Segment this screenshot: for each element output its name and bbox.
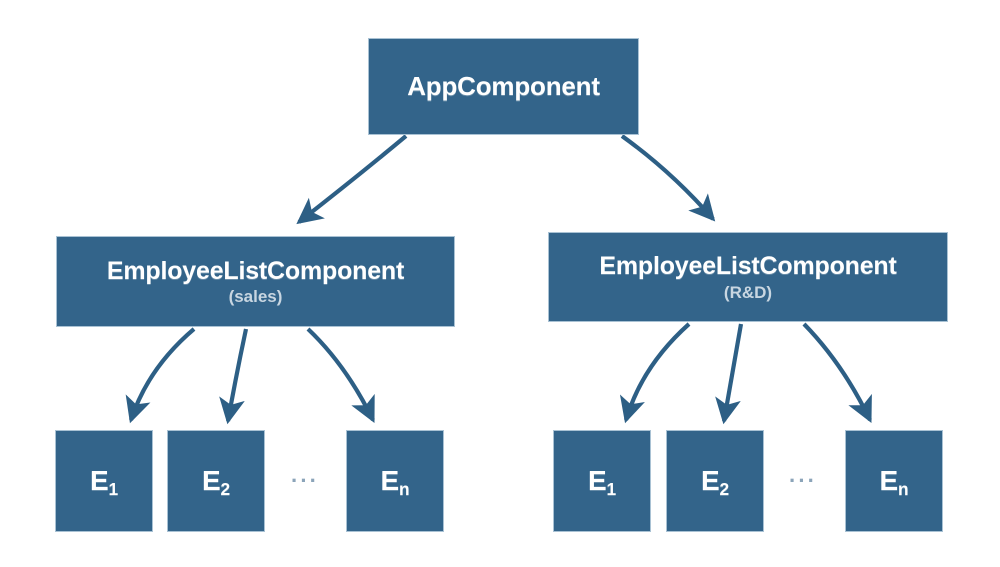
- leaf-subscript: 2: [719, 479, 730, 500]
- node-leaf-rnd-1-label: E1: [588, 465, 616, 498]
- node-leaf-rnd-2[interactable]: E2: [666, 430, 764, 532]
- node-leaf-rnd-1[interactable]: E1: [553, 430, 651, 532]
- node-app-component[interactable]: AppComponent: [368, 38, 639, 135]
- leaf-base: E: [701, 465, 720, 497]
- edge-root-to-branch-rnd: [620, 134, 716, 222]
- leaf-base: E: [202, 465, 221, 497]
- leaf-subscript: n: [898, 479, 909, 500]
- leaf-base: E: [90, 465, 109, 497]
- leaf-base: E: [879, 465, 899, 497]
- node-employee-list-rnd[interactable]: EmployeeListComponent (R&D): [548, 232, 948, 322]
- node-employee-list-sales-subtitle: (sales): [228, 287, 283, 307]
- node-employee-list-sales[interactable]: EmployeeListComponent (sales): [56, 236, 455, 327]
- edge-sales-to-leaf-1: [125, 327, 196, 424]
- edge-sales-to-leaf-2: [219, 328, 249, 425]
- ellipsis-sales: ···: [291, 468, 319, 493]
- node-app-component-label: AppComponent: [407, 70, 600, 101]
- node-leaf-rnd-n-label: En: [879, 465, 909, 498]
- edge-root-to-branch-sales: [296, 134, 408, 225]
- edge-rnd-to-leaf-n: [802, 322, 872, 424]
- edge-sales-to-leaf-n: [306, 327, 375, 424]
- node-employee-list-rnd-subtitle: (R&D): [723, 282, 773, 302]
- leaf-subscript: 2: [220, 479, 231, 500]
- node-leaf-sales-n[interactable]: En: [346, 430, 444, 532]
- leaf-subscript: 1: [606, 479, 617, 500]
- edge-rnd-to-leaf-1: [619, 322, 691, 424]
- node-employee-list-rnd-label: EmployeeListComponent: [599, 252, 897, 281]
- ellipsis-rnd: ···: [789, 468, 817, 493]
- node-employee-list-sales-label: EmployeeListComponent: [106, 256, 405, 285]
- node-leaf-sales-2[interactable]: E2: [167, 430, 265, 532]
- leaf-subscript: 1: [108, 479, 119, 500]
- leaf-subscript: n: [399, 479, 410, 500]
- node-leaf-rnd-2-label: E2: [701, 465, 729, 498]
- node-leaf-sales-n-label: En: [380, 465, 410, 498]
- node-leaf-sales-1[interactable]: E1: [55, 430, 153, 532]
- node-leaf-sales-1-label: E1: [90, 465, 118, 498]
- leaf-base: E: [588, 465, 607, 497]
- node-leaf-sales-2-label: E2: [202, 465, 230, 498]
- node-leaf-rnd-n[interactable]: En: [845, 430, 943, 532]
- leaf-base: E: [380, 465, 400, 497]
- edge-rnd-to-leaf-2: [715, 323, 744, 425]
